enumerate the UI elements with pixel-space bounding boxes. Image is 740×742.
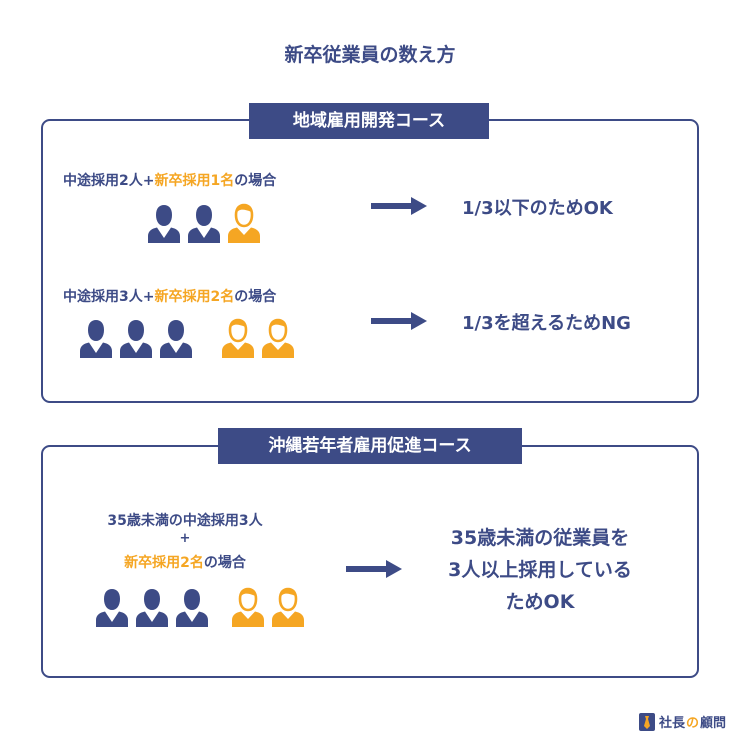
case2-people [79, 318, 295, 358]
person-icon [135, 587, 169, 627]
case1-new-text: 新卒採用1名 [154, 173, 235, 189]
tie-icon [638, 712, 655, 731]
case3-result-line3: ためOK [505, 591, 575, 613]
person-new-icon [261, 318, 295, 358]
case3-line2: 新卒採用2名の場合 [60, 552, 310, 572]
case3-result: 35歳未満の従業員を 3人以上採用している ためOK [405, 522, 675, 618]
case1-label: 中途採用2人+新卒採用1名の場合 [63, 170, 276, 190]
case2-new-text: 新卒採用2名 [154, 289, 235, 305]
person-new-icon [231, 587, 265, 627]
person-icon [119, 318, 153, 358]
case1-mid-text: 中途採用2人+ [63, 173, 155, 189]
person-icon [159, 318, 193, 358]
case2-result: 1/3を超えるためNG [462, 313, 631, 334]
case3-result-line1: 35歳未満の従業員を [450, 527, 630, 549]
section-badge-regional: 地域雇用開発コース [249, 103, 489, 139]
person-icon [147, 203, 181, 243]
case3-new-text: 新卒採用2名 [124, 555, 204, 571]
section-regional-employment [41, 119, 699, 403]
case1-people [147, 203, 261, 243]
person-icon [79, 318, 113, 358]
case2-mid-text: 中途採用3人+ [63, 289, 155, 305]
logo-text-3: 顧問 [699, 716, 726, 731]
person-new-icon [227, 203, 261, 243]
logo-text-1: 社長 [658, 716, 685, 731]
case1-suffix: の場合 [234, 173, 277, 189]
case3-people [95, 587, 305, 627]
page-title: 新卒従業員の数え方 [284, 44, 456, 66]
person-new-icon [221, 318, 255, 358]
person-new-icon [271, 587, 305, 627]
person-icon [95, 587, 129, 627]
arrow-right-icon [346, 559, 402, 579]
person-icon [187, 203, 221, 243]
case3-result-line2: 3人以上採用している [448, 559, 632, 581]
case2-suffix: の場合 [234, 289, 277, 305]
person-icon [175, 587, 209, 627]
arrow-right-icon [371, 311, 427, 331]
arrow-right-icon [371, 196, 427, 216]
case3-suffix: の場合 [203, 555, 246, 571]
case3-plus: + [179, 531, 191, 546]
case1-result: 1/3以下のためOK [462, 198, 613, 219]
case3-line1: 35歳未満の中途採用3人 [107, 513, 263, 529]
case2-label: 中途採用3人+新卒採用2名の場合 [63, 286, 276, 306]
logo-text-2: の [685, 716, 699, 731]
brand-logo: 社長の顧問 [638, 712, 726, 731]
section-badge-okinawa: 沖縄若年者雇用促進コース [218, 428, 522, 464]
